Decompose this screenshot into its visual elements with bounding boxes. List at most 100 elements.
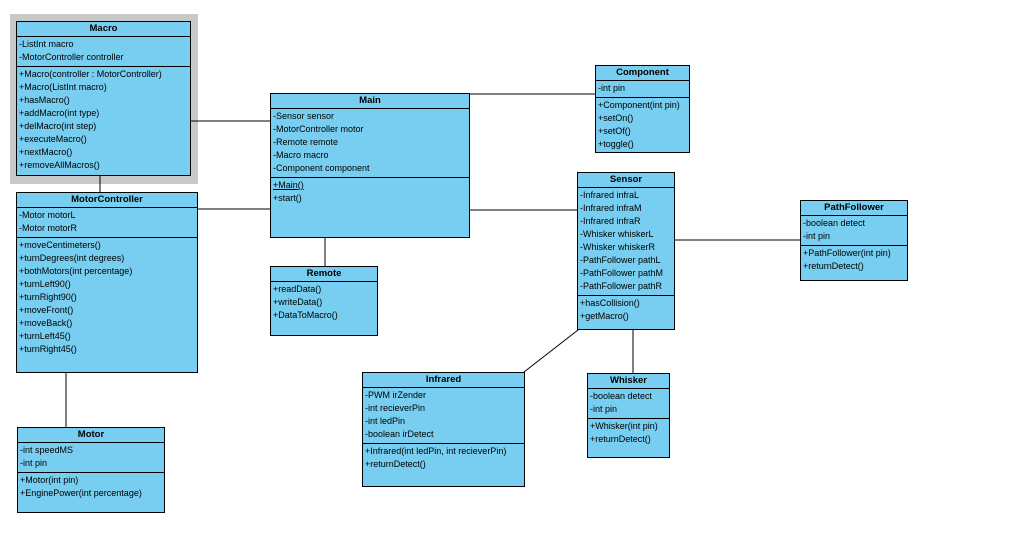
class-attribute: -int pin [803,231,831,241]
class-box-pathfollower[interactable]: PathFollower -boolean detect -int pin +Path… [800,200,908,281]
attributes-compartment: -boolean detect -int pin [801,216,907,246]
class-box-macro[interactable]: Macro -ListInt macro -MotorController cont… [16,21,191,176]
class-method: +moveBack() [19,318,73,328]
class-method: +readData() [273,284,322,294]
class-method: +Whisker(int pin) [590,421,658,431]
attributes-compartment: -PWM irZender -int recieverPin -int ledPin… [363,388,524,444]
class-box-infrared[interactable]: Infrared -PWM irZender -int recieverPin -in… [362,372,525,487]
class-title: PathFollower [801,201,907,216]
class-attribute: -PathFollower pathR [580,281,663,291]
attributes-compartment: -Sensor sensor -MotorController motor -Rem… [271,109,469,178]
class-title: Remote [271,267,377,282]
class-title: Macro [17,22,190,37]
class-attribute: -int speedMS [20,445,74,455]
class-attribute: -boolean irDetect [365,429,434,439]
class-title: Motor [18,428,164,443]
class-method: +Component(int pin) [598,100,680,110]
methods-compartment: +Component(int pin)+setOn()+setOf()+togg… [596,98,689,152]
class-attribute: -boolean detect [590,391,653,401]
class-method: +returnDetect() [365,459,426,469]
class-method: +returnDetect() [803,261,864,271]
methods-compartment: +hasCollision() +getMacro() [578,296,674,329]
class-title: Sensor [578,173,674,188]
class-method: +turnLeft45() [19,331,71,341]
class-box-motorcontroller[interactable]: MotorController-Motor motorL-Motor motor… [16,192,198,373]
class-title: Infrared [363,373,524,388]
class-attribute: -Infrared infraM [580,203,642,213]
class-title: Component [596,66,689,81]
attributes-compartment: -ListInt macro -MotorController controlle… [17,37,190,67]
class-attribute: -Motor motorR [19,223,78,233]
class-method: +toggle() [598,139,634,149]
class-attribute: -Whisker whiskerR [580,242,656,252]
class-method: +turnDegrees(int degrees) [19,253,125,263]
methods-compartment: +moveCentimeters() +turnDegrees(int degre… [17,238,197,372]
class-box-sensor[interactable]: Sensor-Infrared infraL-Infrared infraM-I… [577,172,675,330]
connector-sensor-infrared[interactable] [523,329,579,373]
attributes-compartment: -Motor motorL-Motor motorR [17,208,197,238]
class-method: +hasCollision() [580,298,640,308]
attributes-compartment: -boolean detect -int pin [588,389,669,419]
methods-compartment: +Macro(controller : MotorController) +Mac… [17,67,190,175]
methods-compartment: +PathFollower(int pin) +returnDetect() [801,246,907,280]
class-attribute: -PWM irZender [365,390,427,400]
class-attribute: -MotorController motor [273,124,364,134]
class-title: MotorController [17,193,197,208]
class-method: +DataToMacro() [273,310,338,320]
class-method: +getMacro() [580,311,629,321]
class-attribute: -int recieverPin [365,403,426,413]
class-method: +start() [273,193,302,203]
class-method: +returnDetect() [590,434,651,444]
class-method: +setOn() [598,113,634,123]
attributes-compartment: -Infrared infraL -Infrared infraM -Infrare… [578,188,674,296]
class-method: +Main() [273,180,304,190]
class-attribute: -Whisker whiskerL [580,229,654,239]
class-box-main[interactable]: Main -Sensor sensor -MotorController motor… [270,93,470,238]
class-method: +hasMacro() [19,95,70,105]
class-attribute: -PathFollower pathL [580,255,661,265]
class-method: +writeData() [273,297,323,307]
class-box-whisker[interactable]: Whisker-boolean detect-int pin+Whisker(i… [587,373,670,458]
class-attribute: -ListInt macro [19,39,74,49]
class-method: +moveCentimeters() [19,240,101,250]
class-attribute: -int pin [590,404,618,414]
class-box-motor[interactable]: Motor -int speedMS -int pin +Motor(int pin)… [17,427,165,513]
class-method: +executeMacro() [19,134,87,144]
class-method: +Macro(controller : MotorController) [19,69,162,79]
class-attribute: -Component component [273,163,370,173]
class-attribute: -Sensor sensor [273,111,335,121]
class-title: Main [271,94,469,109]
class-box-component[interactable]: Component-int pin +Component(int pin) +set… [595,65,690,153]
class-method: +Infrared(int ledPin, int recieverPin) [365,446,507,456]
class-attribute: -Infrared infraR [580,216,641,226]
class-method: +addMacro(int type) [19,108,100,118]
class-method: +moveFront() [19,305,74,315]
class-method: +delMacro(int step) [19,121,97,131]
class-attribute: -boolean detect [803,218,866,228]
class-method: +Motor(int pin) [20,475,79,485]
attributes-compartment: -int pin [596,81,689,98]
class-attribute: -Infrared infraL [580,190,640,200]
class-attribute: -MotorController controller [19,52,124,62]
class-method: +removeAllMacros() [19,160,100,170]
class-method: +nextMacro() [19,147,73,157]
class-attribute: -int ledPin [365,416,406,426]
methods-compartment: +Motor(int pin) +EnginePower(int percenta… [18,473,164,512]
class-method: +turnRight45() [19,344,77,354]
class-attribute: -PathFollower pathM [580,268,664,278]
attributes-compartment: -int speedMS -int pin [18,443,164,473]
methods-compartment: +readData() +writeData() +DataToMacro() [271,282,377,335]
class-method: +PathFollower(int pin) [803,248,891,258]
class-method: +EnginePower(int percentage) [20,488,142,498]
class-box-remote[interactable]: Remote +readData() +writeData() +DataToMacr… [270,266,378,336]
class-method: +bothMotors(int percentage) [19,266,133,276]
class-attribute: -Remote remote [273,137,339,147]
methods-compartment: +Infrared(int ledPin, int recieverPin) +r… [363,444,524,486]
methods-compartment: +Main() +start() [271,178,469,237]
class-method: +turnLeft90() [19,279,71,289]
class-method: +turnRight90() [19,292,77,302]
class-attribute: -int pin [20,458,48,468]
class-method: +Macro(ListInt macro) [19,82,107,92]
